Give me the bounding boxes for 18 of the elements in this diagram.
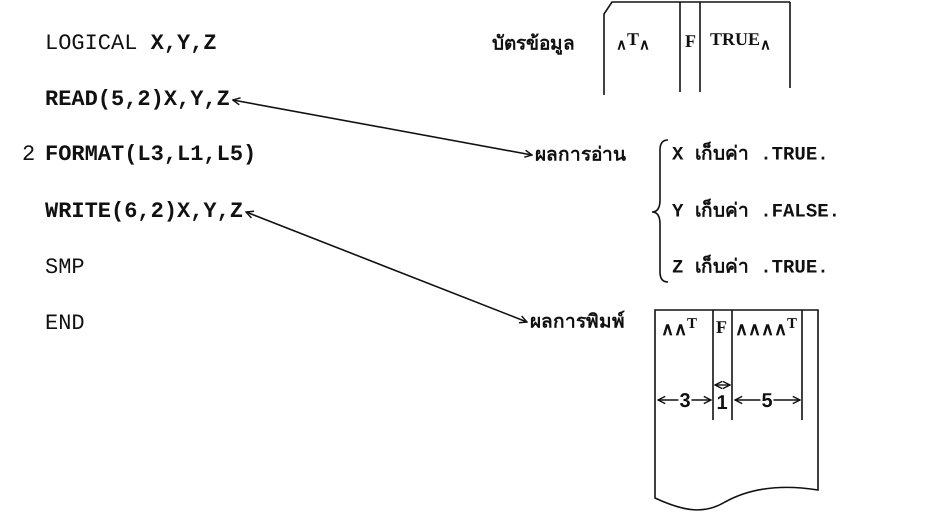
- code-line: LOGICAL X,Y,Z: [45, 32, 217, 56]
- code-line: READ(5,2)X,Y,Z: [45, 88, 230, 112]
- result-caption: ผลการอ่าน: [535, 144, 626, 166]
- code-line: FORMAT(L3,L1,L5): [45, 142, 256, 168]
- printout-text: F: [716, 318, 727, 338]
- card-field-text: F: [685, 32, 696, 52]
- arrow: [245, 210, 528, 324]
- statement-number: 2: [22, 142, 36, 168]
- code-line: SMP: [45, 256, 85, 280]
- printout-text: ∧∧∧∧$^{T}$: [735, 316, 798, 340]
- code-line: WRITE(6,2)X,Y,Z: [45, 200, 244, 224]
- card-field-text: $_{∧}$T$_{∧}$: [616, 30, 650, 54]
- card-caption: บัตรข้อมูล: [492, 34, 575, 54]
- card-field-text: TRUE$_{∧}$: [710, 30, 772, 54]
- printout-text: ∧∧$^{T}$: [661, 316, 698, 340]
- code-line: END: [45, 312, 85, 336]
- result-caption: ผลการพิมพ์: [530, 312, 625, 332]
- arrow: [232, 97, 533, 158]
